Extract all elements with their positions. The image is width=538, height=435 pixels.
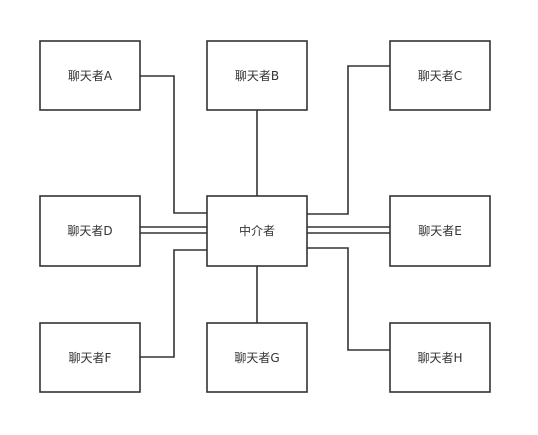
participant-h-box bbox=[389, 322, 491, 393]
node-mediator: 中介者 bbox=[206, 195, 308, 267]
node-participant-d: 聊天者D bbox=[39, 195, 141, 267]
participant-f-box bbox=[39, 322, 141, 393]
mediator-label: 中介者 bbox=[239, 223, 275, 238]
node-participant-g: 聊天者G bbox=[206, 322, 308, 393]
participant-e-box bbox=[389, 195, 491, 267]
connector-c-mediator bbox=[307, 65, 390, 215]
node-participant-c: 聊天者C bbox=[389, 40, 491, 111]
participant-b-box bbox=[206, 40, 308, 111]
participant-a-label: 聊天者A bbox=[68, 69, 113, 83]
node-participant-b: 聊天者B bbox=[206, 40, 308, 111]
connector-h-mediator bbox=[307, 247, 390, 351]
mediator-box bbox=[206, 195, 308, 267]
participant-f-label: 聊天者F bbox=[69, 351, 112, 365]
participant-g-label: 聊天者G bbox=[234, 351, 279, 365]
connector-f-mediator bbox=[140, 249, 207, 358]
participant-c-label: 聊天者C bbox=[418, 69, 462, 83]
connector-a-mediator bbox=[140, 75, 207, 214]
participant-c-box bbox=[389, 40, 491, 111]
connectors bbox=[140, 65, 390, 358]
participant-e-label: 聊天者E bbox=[418, 224, 462, 238]
participant-d-label: 聊天者D bbox=[67, 224, 112, 238]
participant-a-box bbox=[39, 40, 141, 111]
node-participant-e: 聊天者E bbox=[389, 195, 491, 267]
node-participant-h: 聊天者H bbox=[389, 322, 491, 393]
participant-d-box bbox=[39, 195, 141, 267]
participant-h-label: 聊天者H bbox=[417, 351, 462, 365]
node-participant-a: 聊天者A bbox=[39, 40, 141, 111]
participant-g-box bbox=[206, 322, 308, 393]
node-participant-f: 聊天者F bbox=[39, 322, 141, 393]
participant-b-label: 聊天者B bbox=[235, 69, 279, 83]
